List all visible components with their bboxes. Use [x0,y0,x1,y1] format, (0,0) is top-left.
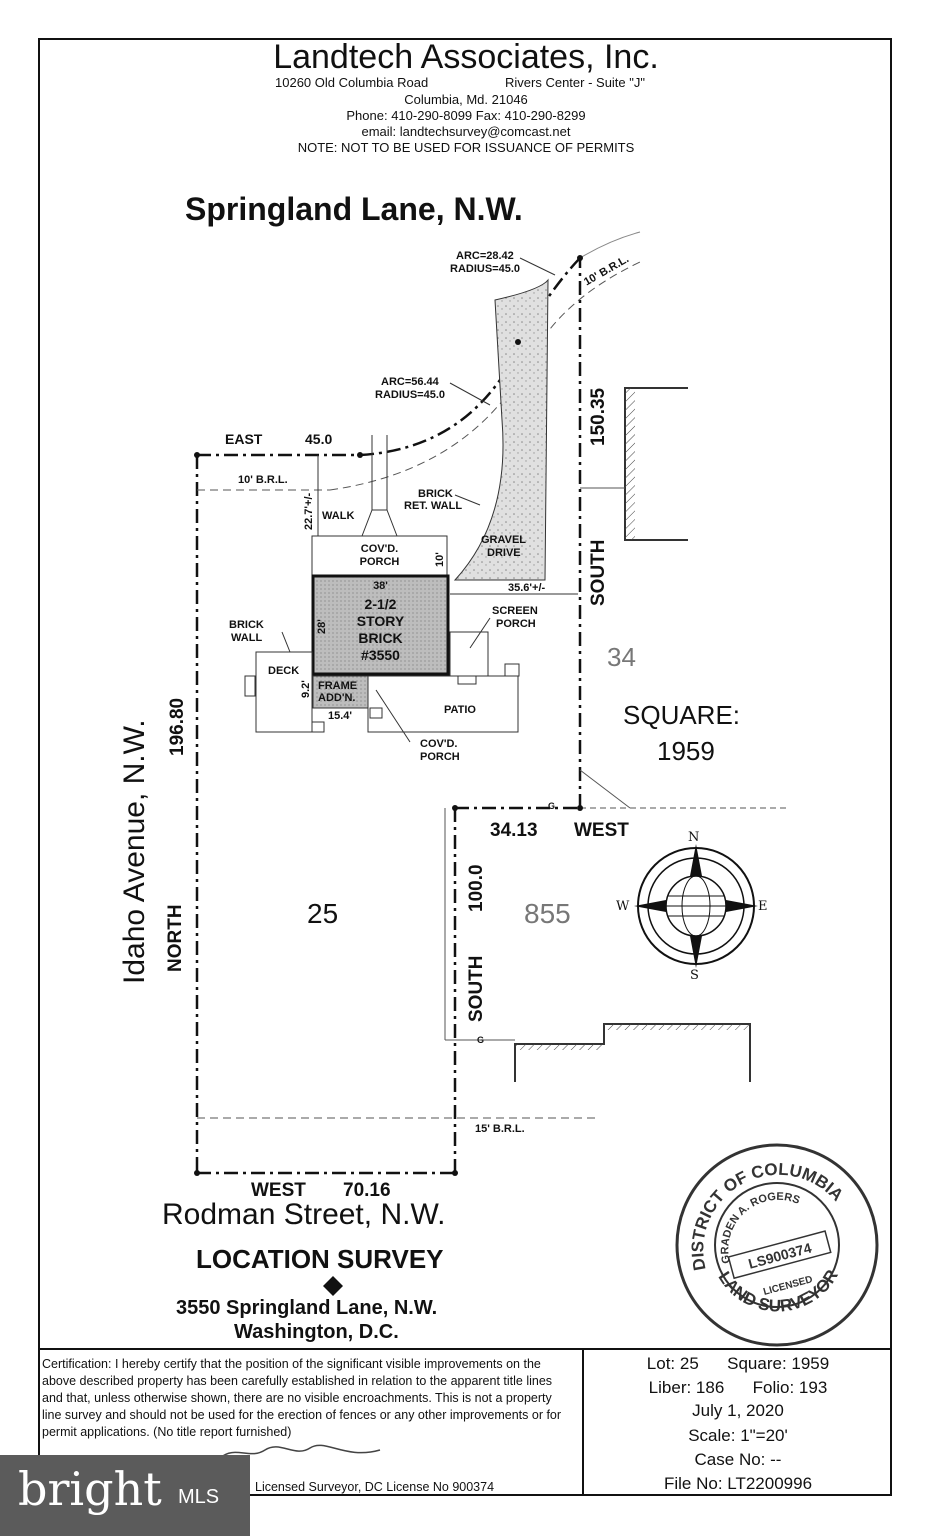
walk-distance: 22.7'+/- [303,492,315,530]
brl-top-label: 10' B.R.L. [238,474,288,486]
street-left: Idaho Avenue, N.W. [118,719,151,984]
watermark-brand: bright [18,1462,162,1516]
south-upper-distance: 150.35 [588,387,609,446]
deck-label: DECK [268,665,300,677]
east-distance: 45.0 [305,431,333,447]
screen-porch-label: SCREEN [492,605,538,617]
west-bottom-distance: 70.16 [343,1180,391,1201]
north-distance: 196.80 [167,697,188,756]
walk-label: WALK [322,510,355,522]
street-top: Springland Lane, N.W. [185,191,523,227]
compass-west: W [616,899,630,914]
company-name: Landtech Associates, Inc. [273,38,659,76]
house-width: 38' [373,580,388,592]
square-number: 1959 [657,736,715,766]
square-label: SQUARE: [623,700,741,730]
gas-marker-2: G [477,1035,485,1045]
watermark-mls: MLS [178,1486,220,1508]
address-right: Rivers Center - Suite "J" [505,75,645,90]
frame-width: 15.4' [328,710,353,722]
email: email: landtechsurvey@comcast.net [361,124,571,139]
survey-title: LOCATION SURVEY [196,1244,444,1274]
survey-city: Washington, D.C. [234,1321,399,1343]
info-lot-square: Lot: 25 Square: 1959 [584,1354,892,1374]
east-label: EAST [225,431,263,447]
info-divider [582,1348,584,1496]
certification-text: Certification: I hereby certify that the… [42,1357,562,1439]
address-city: Columbia, Md. 21046 [404,92,528,107]
compass-rose [634,844,758,968]
lot-855-label: 855 [524,898,571,929]
brl-15-label: 15' B.R.L. [475,1123,525,1135]
west-mid-label: WEST [574,820,629,841]
bright-mls-watermark [0,1455,250,1536]
compass-south: S [690,968,699,983]
porch-depth: 10' [434,552,446,567]
frame-depth: 9.2' [300,680,312,698]
brick-wall-label: BRICK [229,619,264,631]
surveyor-seal: DISTRICT OF COLUMBIA LAND SURVEYOR GRADE… [672,1142,879,1347]
survey-frame [38,38,892,1496]
gravel-drive-label: GRAVEL [481,534,527,546]
info-liber-folio: Liber: 186 Folio: 193 [584,1378,892,1398]
arc-1-label: ARC=28.42 [456,250,514,262]
address-left: 10260 Old Columbia Road [275,75,429,90]
brick-ret-wall-label: BRICK [418,488,453,500]
street-bottom: Rodman Street, N.W. [162,1198,446,1231]
gas-marker-1: G [548,801,556,811]
bottom-divider [38,1348,892,1350]
info-date: July 1, 2020 [692,1401,784,1420]
lot-34-label: 34 [607,642,636,672]
lot-25-label: 25 [307,898,339,929]
south-upper-label: SOUTH [588,539,609,607]
house-label-4: #3550 [361,647,400,663]
info-lot: Lot: 25 [646,1354,699,1373]
frame-addition-label-2: ADD'N. [318,692,356,704]
covd-porch-rear-label-2: PORCH [420,751,460,763]
covd-porch-rear-label: COV'D. [420,738,458,750]
gravel-drive-label-2: DRIVE [487,547,521,559]
north-label: NORTH [165,904,186,972]
radius-1-label: RADIUS=45.0 [450,263,521,275]
west-mid-distance: 34.13 [490,820,538,841]
house-label-2: STORY [356,613,405,629]
info-square: Square: 1959 [727,1354,830,1373]
frame-addition-label: FRAME [318,680,358,692]
brick-wall-label-2: WALL [231,632,263,644]
radius-2-label: RADIUS=45.0 [375,389,446,401]
brick-ret-wall-label-2: RET. WALL [404,500,463,512]
phone-fax: Phone: 410-290-8099 Fax: 410-290-8299 [346,108,586,123]
survey-address: 3550 Springland Lane, N.W. [176,1297,438,1319]
west-bottom-label: WEST [251,1180,306,1201]
info-case: Case No: -- [694,1450,782,1469]
south-lower-distance: 100.0 [466,864,487,912]
permit-note: NOTE: NOT TO BE USED FOR ISSUANCE OF PER… [297,140,635,155]
compass-east: E [758,899,768,914]
patio-label: PATIO [444,704,476,716]
house-label-1: 2-1/2 [364,596,397,612]
compass-north: N [688,830,700,845]
certification-footer: Licensed Surveyor, DC License No 900374 [255,1480,495,1494]
covd-porch-top-label-2: PORCH [359,556,400,568]
info-scale: Scale: 1"=20' [688,1426,788,1445]
surveyor-signature [219,1444,381,1459]
arc-2-label: ARC=56.44 [381,376,439,388]
info-file: File No: LT2200996 [663,1474,813,1493]
info-folio: Folio: 193 [752,1378,828,1397]
side-distance: 35.6'+/- [508,582,546,594]
covd-porch-top-label: COV'D. [360,543,399,555]
screen-porch-label-2: PORCH [496,618,536,630]
info-liber: Liber: 186 [648,1378,725,1397]
south-lower-label: SOUTH [466,955,487,1023]
house-label-3: BRICK [358,630,403,646]
